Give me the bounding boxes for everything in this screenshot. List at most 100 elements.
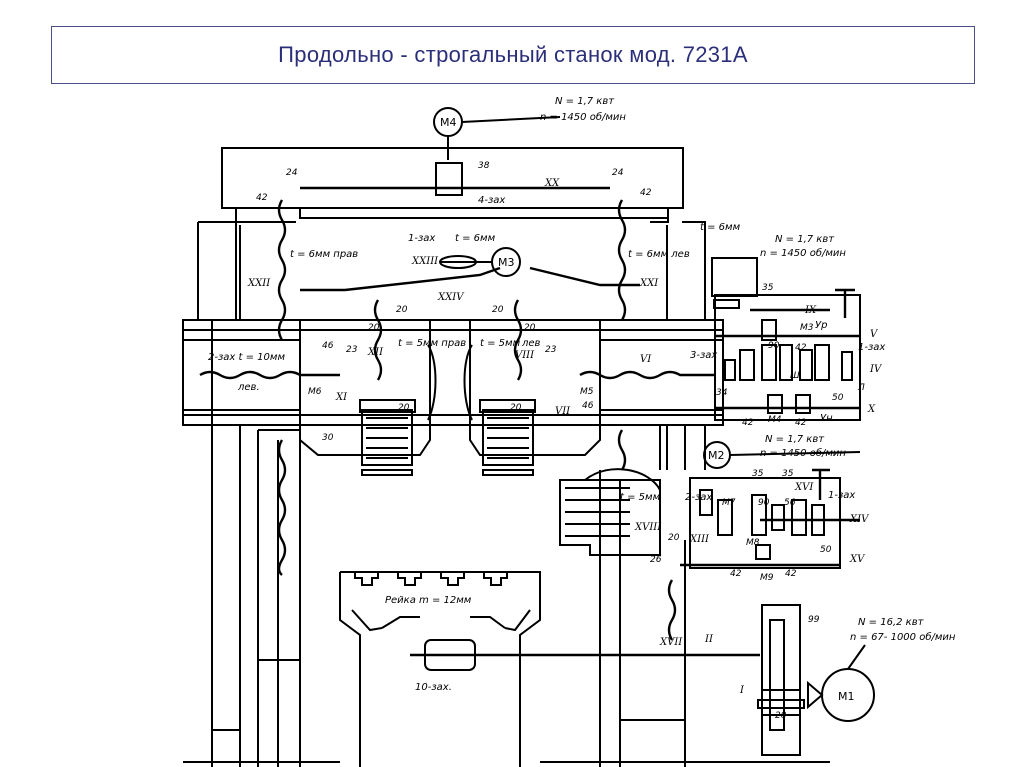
- clutch-m7: M7: [722, 498, 736, 508]
- shaft-IX: IX: [804, 305, 817, 316]
- gear-23b: 23: [545, 345, 557, 355]
- head-right-t5-label: t = 5мм: [480, 338, 521, 349]
- gear-20g: 20: [668, 533, 680, 543]
- top-t6-label: t = 6мм: [455, 233, 496, 244]
- gear-20e: 20: [398, 403, 410, 413]
- gear-35b: 35: [752, 469, 764, 479]
- gear-46b: 46: [582, 401, 594, 411]
- title-box: Продольно - строгальный станок мод. 7231…: [51, 26, 975, 84]
- un-label: Ун: [820, 413, 833, 424]
- gear-20h: 20: [775, 711, 787, 721]
- motor-m2-speed: n = 1450 об/мин: [760, 447, 846, 459]
- clutch-m4: M4: [768, 415, 782, 425]
- gear-20d: 20: [524, 323, 536, 333]
- shaft-XVIII: XVIII: [634, 522, 662, 533]
- right-tool-head: [463, 320, 601, 476]
- gear-42c: 42: [795, 343, 807, 353]
- shaft-VII: VII: [555, 406, 571, 417]
- gear-38: 38: [478, 161, 490, 171]
- side-tool-head: [559, 468, 661, 556]
- motor-m1-label: M1: [838, 690, 855, 703]
- rail-lev-label: лев.: [237, 382, 260, 393]
- gear-42f: 42: [730, 569, 742, 579]
- gear-24b: 24: [612, 168, 624, 178]
- gear-20f: 20: [510, 403, 522, 413]
- shaft-IV: IV: [869, 364, 883, 375]
- rail-2zax-label: 2-зах t = 10мм: [208, 352, 285, 363]
- shaft-XXIV: XXIV: [437, 292, 465, 303]
- gear-50b: 50: [820, 545, 832, 555]
- shaft-XXI: XXI: [639, 278, 659, 289]
- gear-20a: 20: [368, 323, 380, 333]
- shaft-X: X: [867, 404, 876, 415]
- shaft-XV: XV: [849, 554, 866, 565]
- motor-m4-power: N = 1,7 квт: [555, 96, 615, 107]
- side-2zax-label: 2-зах: [685, 492, 712, 503]
- shaft-VI: VI: [640, 354, 652, 365]
- gear-35c: 35: [782, 469, 794, 479]
- clutch-m5: M5: [580, 387, 594, 397]
- motor-m3-label: M3: [498, 256, 515, 269]
- shaft-V: V: [870, 329, 879, 340]
- shaft-I: I: [739, 685, 745, 696]
- lead-right-label: t = 6мм лев: [628, 249, 690, 260]
- gear-90a: 90: [768, 341, 780, 351]
- gear-90b: 90: [758, 498, 770, 508]
- shaft-VIII: VIII: [515, 350, 535, 361]
- gear-42d: 42: [742, 418, 754, 428]
- motor-m2-label: M2: [708, 449, 725, 462]
- feed-gearbox-lower: [689, 477, 841, 569]
- rack-label: Рейка m = 12мм: [385, 595, 472, 606]
- motor-m4: [433, 107, 561, 196]
- motor-m4-speed: n = 1450 об/мин: [540, 111, 626, 123]
- head-left-t5-label: t = 5мм прав: [398, 338, 466, 349]
- shaft-XVI: XVI: [794, 482, 814, 493]
- shaft-II: II: [704, 634, 714, 645]
- clutch-l: Л: [857, 383, 865, 393]
- box-1zax-label: 1-зах: [858, 342, 885, 353]
- clutch-m3: M3: [800, 323, 814, 333]
- shaft-XX: XX: [544, 178, 560, 189]
- motor-m3: [439, 247, 521, 277]
- motor-right-speed: n = 1450 об/мин: [760, 247, 846, 259]
- head-right-lev-label: лев: [521, 338, 541, 349]
- motor-m4-label: M4: [440, 116, 457, 129]
- box-3zax-label: 3-зах: [690, 350, 717, 361]
- gear-20b: 20: [396, 305, 408, 315]
- lead-left-label: t = 6мм прав: [290, 249, 358, 260]
- gear-42e: 42: [795, 418, 807, 428]
- rack-worm: [424, 639, 476, 671]
- motor-m2-power: N = 1,7 квт: [765, 434, 825, 445]
- gear-24a: 24: [286, 168, 298, 178]
- gear-56: 56: [784, 498, 796, 508]
- clutch-m6: M6: [308, 387, 322, 397]
- shaft-XVII: XVII: [659, 637, 683, 648]
- side-t5-label: t = 5мм: [620, 492, 661, 503]
- gear-99: 99: [808, 615, 820, 625]
- gear-26: 26: [650, 555, 662, 565]
- shaft-XXII: XXII: [247, 278, 271, 289]
- motor-m2: [703, 441, 861, 469]
- clutch-sh: Ш: [790, 371, 800, 381]
- worm10-label: 10-зах.: [415, 682, 452, 693]
- shaft-XIII: XIII: [689, 534, 710, 545]
- motor-m1: [807, 644, 875, 722]
- shaft-XIV: XIV: [849, 514, 870, 525]
- motor-m1-power: N = 16,2 квт: [858, 617, 925, 628]
- gear-42b: 42: [640, 188, 652, 198]
- worm-4zax-label: 4-зах: [478, 195, 505, 206]
- top-1zax-label: 1-зах: [408, 233, 435, 244]
- gear-46a: 46: [322, 341, 334, 351]
- left-tool-head: [299, 320, 437, 476]
- gear-50a: 50: [832, 393, 844, 403]
- gear-42g: 42: [785, 569, 797, 579]
- motor-m1-speed: n = 67- 1000 об/мин: [850, 631, 956, 643]
- shaft-XI: XI: [335, 392, 348, 403]
- feed-gearbox-upper: [711, 257, 861, 421]
- clutch-m9: M9: [760, 573, 774, 583]
- main-drive: [757, 604, 805, 756]
- gear-30: 30: [322, 433, 334, 443]
- shaft-XII: XII: [367, 347, 384, 358]
- low-1zax-label: 1-зах: [828, 490, 855, 501]
